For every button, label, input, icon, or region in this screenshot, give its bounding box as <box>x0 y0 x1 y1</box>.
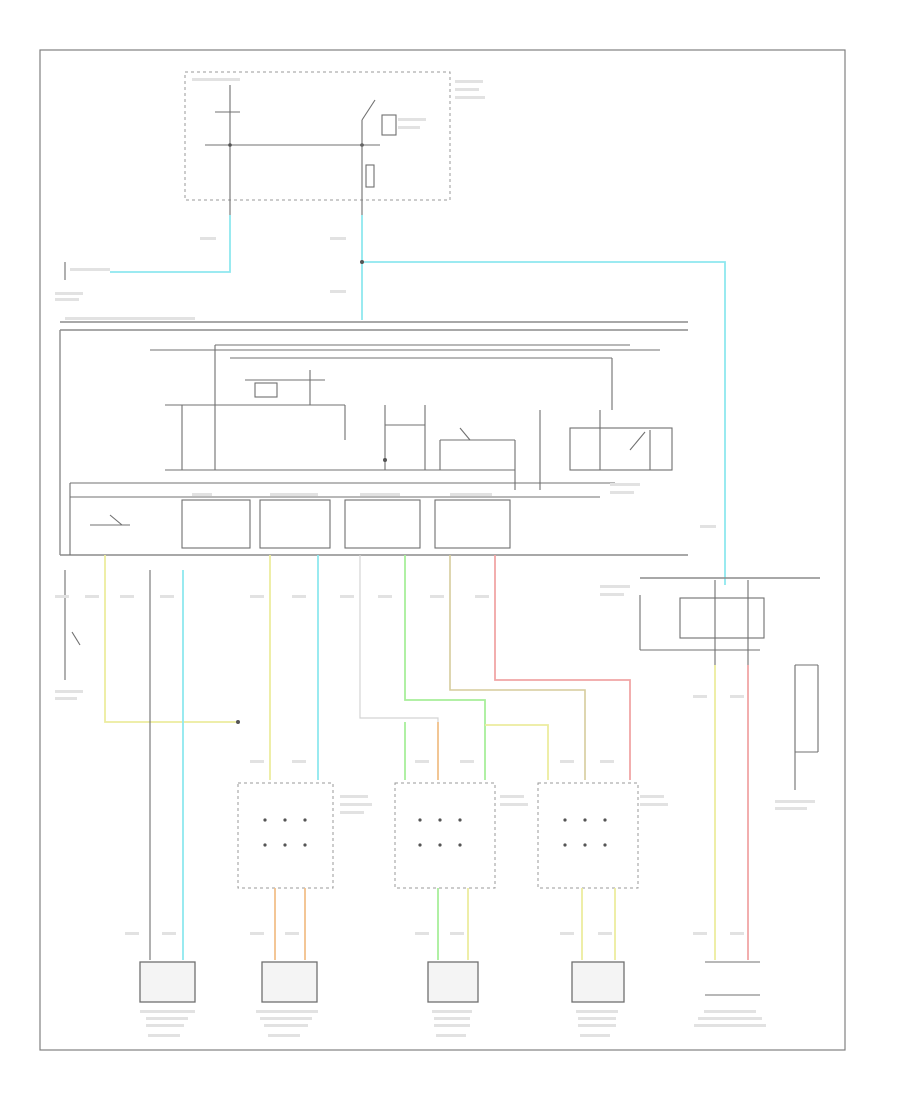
right-rear-window-motor <box>571 961 625 1037</box>
master-switch-sections <box>90 499 511 549</box>
wire-labels <box>55 237 744 935</box>
wire-green-lr <box>404 555 486 780</box>
passenger-window-switch <box>237 782 372 889</box>
wire-white-lr <box>359 555 439 780</box>
lockout-relay <box>569 427 673 471</box>
wire-tan-rr <box>449 555 586 780</box>
master-switch-relay <box>254 382 278 398</box>
diagram-frame <box>39 49 846 1051</box>
wire-cyan-rear-branch <box>362 261 726 585</box>
wire-pink-rr <box>494 555 631 780</box>
fuse-box-relay <box>381 114 397 136</box>
wire-yellow-rr <box>485 724 549 780</box>
ground-left-top <box>55 262 110 301</box>
passenger-window-motor <box>256 961 318 1037</box>
left-rear-window-motor <box>427 961 479 1037</box>
right-rear-window-switch <box>537 782 668 889</box>
rear-window-motor <box>694 961 766 1027</box>
fuse-box <box>184 71 485 215</box>
master-window-switch <box>59 317 688 556</box>
rear-window-switch <box>600 577 820 665</box>
wire-cyan-fusebox-left <box>110 215 231 273</box>
driver-window-motor <box>139 961 196 1037</box>
left-rear-window-switch <box>394 782 528 889</box>
wire-yellow-driver <box>104 555 238 723</box>
ground-left-bottom <box>55 631 83 700</box>
ground-right <box>775 664 819 810</box>
